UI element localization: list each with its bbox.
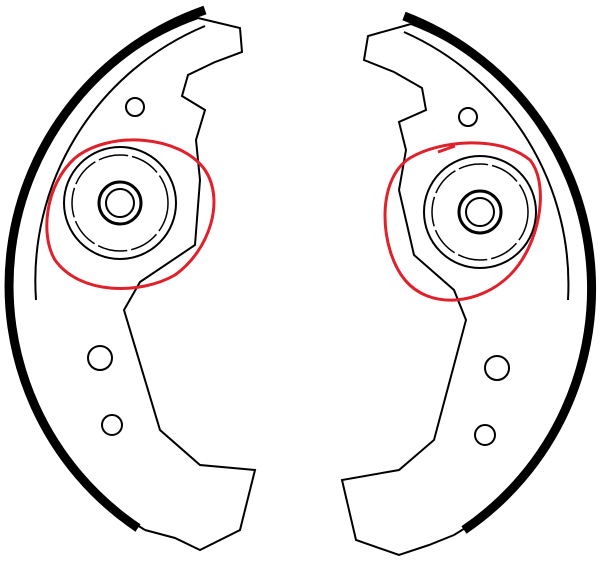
hole-right-top	[458, 107, 478, 127]
hole-right-mid	[484, 355, 510, 381]
hub-left	[63, 146, 177, 260]
highlight-circle-left	[45, 138, 216, 290]
brake-shoe-left	[4, 5, 257, 552]
shoe-web-left	[122, 17, 257, 552]
hole-left-mid	[87, 345, 113, 371]
hole-left-top	[125, 97, 145, 117]
lining-band-right	[402, 11, 597, 534]
shoe-web-right	[340, 23, 468, 557]
hole-left-low	[101, 414, 123, 436]
highlight-circle-right	[383, 141, 542, 302]
shoe-outer-rim-left	[7, 17, 199, 531]
lining-band-left	[4, 5, 207, 532]
brake-shoe-right	[340, 11, 597, 557]
shoe-inner-rim-right	[403, 31, 570, 301]
hole-right-low	[474, 424, 496, 446]
shoe-inner-rim-left	[34, 25, 206, 301]
hub-right	[423, 155, 537, 269]
shoe-outer-rim-right	[410, 23, 595, 536]
